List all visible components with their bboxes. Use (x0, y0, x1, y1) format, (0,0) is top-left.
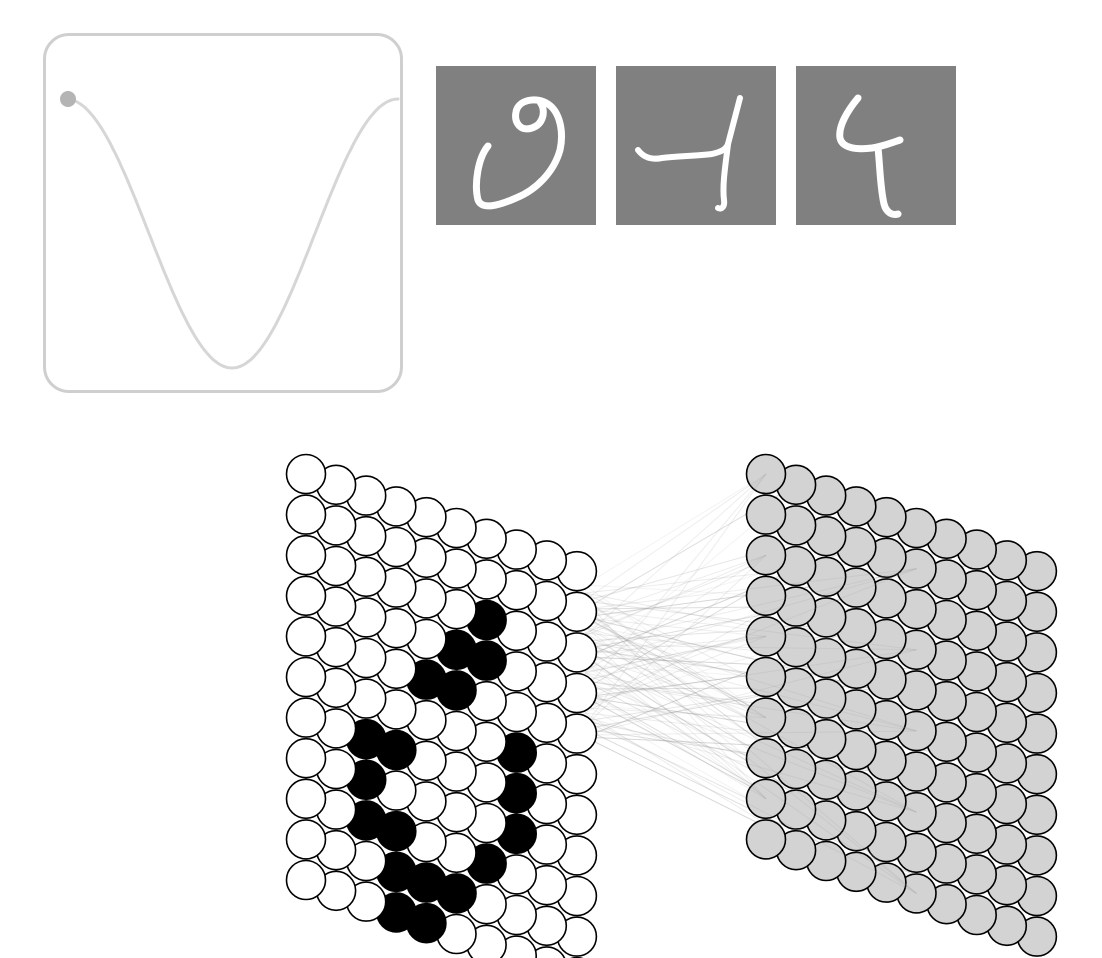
hidden-neuron (745, 575, 787, 617)
connection-line (584, 473, 767, 601)
input-neuron (285, 616, 327, 657)
digit-thumbnail-4b[interactable] (796, 66, 956, 225)
digit-thumbnail-4a[interactable] (616, 66, 776, 225)
connection-line (584, 554, 767, 673)
connection-line (584, 626, 917, 894)
hidden-neuron (745, 534, 787, 576)
connection-line (584, 584, 767, 719)
connection-line (584, 680, 917, 813)
input-neuron (285, 494, 327, 535)
connection-line (584, 584, 767, 597)
input-layer (285, 453, 598, 958)
hidden-neuron (745, 737, 787, 779)
connection-line (584, 568, 917, 664)
connection-line (584, 649, 917, 736)
connection-line (584, 554, 767, 619)
connection-line (584, 653, 767, 800)
connection-line (584, 644, 917, 651)
hidden-neuron (745, 778, 787, 820)
connection-line (584, 635, 767, 655)
curve-line (64, 97, 400, 370)
hidden-neuron (745, 453, 787, 495)
connection-line (584, 554, 767, 727)
connection-line (584, 568, 917, 610)
input-neuron (285, 534, 327, 576)
input-neuron (285, 697, 327, 738)
input-neuron (285, 778, 327, 820)
connection-line (584, 664, 767, 678)
connection-line (584, 707, 767, 719)
connection-line (584, 662, 917, 894)
handwritten-digit-0-icon (472, 96, 565, 210)
digit-thumbnail-0[interactable] (436, 66, 596, 225)
connection-line (584, 716, 917, 894)
connection-line (584, 599, 767, 800)
connection-line (584, 644, 917, 732)
curve-plot (60, 91, 400, 370)
connection-line (584, 635, 767, 800)
connection-line (584, 662, 917, 813)
connection-line (584, 653, 767, 719)
handwritten-digit-4-icon (836, 94, 904, 218)
connection-line (584, 716, 917, 813)
connection-line (584, 664, 767, 800)
input-neuron (285, 575, 327, 617)
input-neuron (285, 859, 327, 901)
connection-line (584, 617, 767, 719)
input-neuron (285, 453, 327, 495)
connection-line (584, 649, 917, 700)
connection-line (584, 689, 767, 800)
connection-line (584, 554, 767, 637)
connection-line (584, 626, 917, 732)
connection-line (584, 473, 767, 691)
input-neuron (285, 656, 327, 698)
connection-line (584, 568, 917, 700)
curve-handle[interactable] (60, 91, 76, 107)
hidden-neuron (745, 616, 787, 657)
connection-line (584, 568, 917, 646)
connection-line (584, 626, 917, 813)
input-neuron (285, 737, 327, 779)
hidden-neuron (745, 819, 787, 860)
handwritten-digit-4-icon (635, 95, 743, 212)
connection-line (584, 608, 917, 894)
hidden-layer (584, 453, 1058, 957)
connection-line (584, 473, 767, 727)
connection-line (584, 608, 917, 651)
hidden-neuron (745, 656, 787, 698)
connection-line (584, 635, 767, 709)
connection-line (584, 473, 767, 637)
curve-slider-panel[interactable] (43, 33, 403, 393)
connection-line (584, 730, 917, 736)
connection-line (584, 473, 767, 586)
hidden-neuron (745, 697, 787, 738)
input-neuron (528, 946, 566, 958)
hidden-neuron (745, 494, 787, 535)
connection-line (584, 680, 917, 732)
connection-line (584, 617, 767, 637)
input-neuron (285, 819, 327, 860)
connection-line (584, 514, 767, 666)
connection-line (584, 599, 767, 719)
connection-line (584, 635, 767, 673)
